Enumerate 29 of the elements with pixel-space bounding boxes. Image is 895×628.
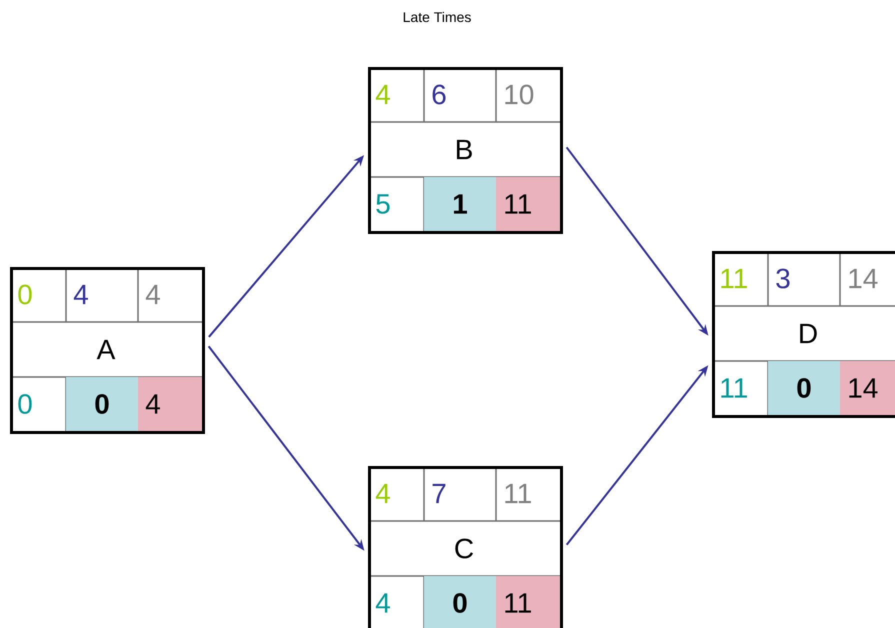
number-cell: 3 [776,268,790,288]
number-cell: 14 [849,268,878,288]
number-cell: 14 [840,361,895,415]
number-cell: 10 [505,84,534,104]
number-cell: 6 [432,84,446,104]
activity-name: C [455,538,474,558]
slack-cell: 0 [424,576,496,628]
slack-cell: 0 [66,377,138,431]
number-cell: 5 [376,194,390,214]
slack-cell: 0 [768,361,840,415]
slack-cell: 1 [424,177,496,231]
number-cell: 4 [376,484,390,504]
number-cell: 4 [146,284,160,304]
number-cell: 11 [721,268,747,288]
activity-name: B [456,140,472,160]
number-cell: 4 [376,593,390,613]
number-cell: 4 [74,284,88,304]
number-cell: 11 [505,484,531,504]
number-cell: 4 [138,377,202,431]
number-cell: 7 [432,484,446,504]
number-cell: 11 [496,576,560,628]
number-cell: 11 [496,177,560,231]
number-cell: 4 [376,84,390,104]
title: Late Times [404,12,471,22]
number-cell: 0 [18,284,32,304]
number-cell: 11 [721,378,747,398]
activity-name: D [800,324,817,344]
number-cell: 0 [18,394,32,414]
activity-name: A [96,340,116,360]
